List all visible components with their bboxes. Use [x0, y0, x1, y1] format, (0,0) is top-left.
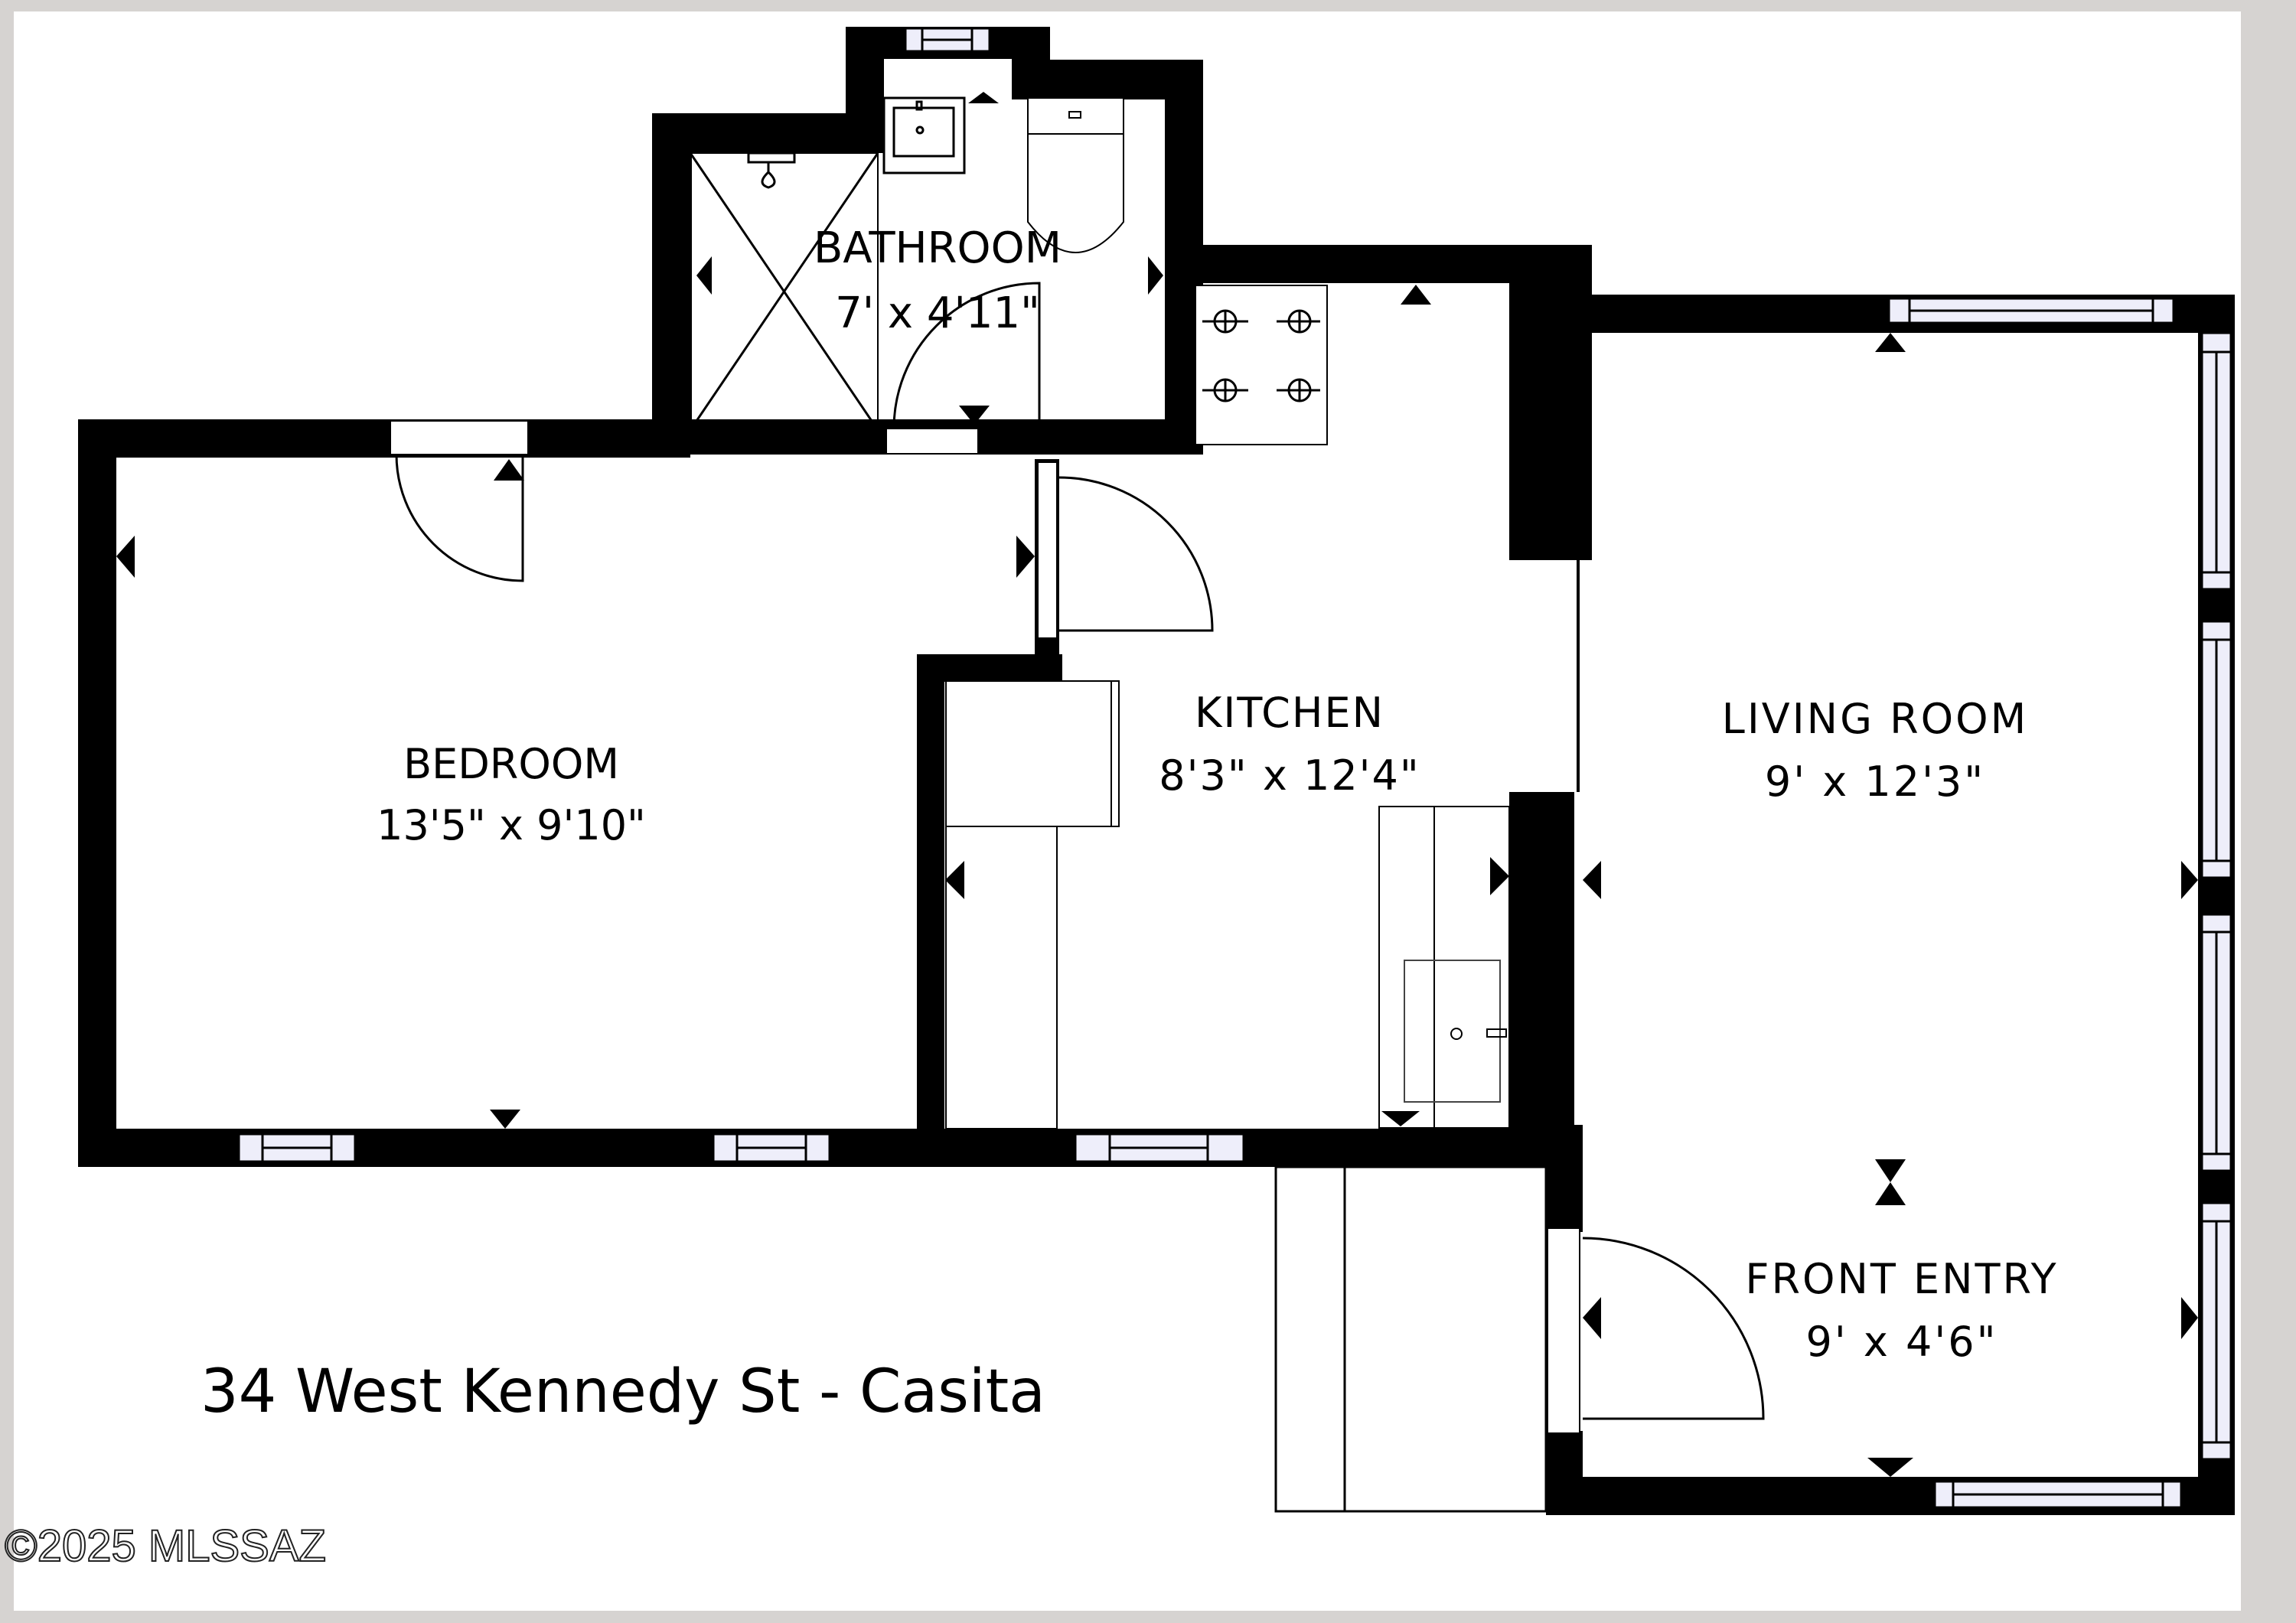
counter — [945, 826, 1058, 1129]
doors — [390, 282, 1765, 1434]
room-dimensions: 8'3" x 12'4" — [1159, 751, 1420, 800]
sink-icon — [882, 96, 966, 174]
porch-steps — [1274, 1165, 1548, 1513]
windows — [237, 27, 2232, 1509]
window-living-right-3 — [2200, 913, 2232, 1172]
window-living-right-1 — [2200, 331, 2232, 591]
window-living-right-2 — [2200, 620, 2232, 879]
room-front-entry: FRONT ENTRY 9' x 4'6" — [1745, 1255, 2058, 1366]
room-name: FRONT ENTRY — [1745, 1255, 2058, 1303]
room-bedroom: BEDROOM 13'5" x 9'10" — [377, 740, 646, 849]
stove-icon — [1195, 285, 1328, 445]
room-name: BEDROOM — [403, 740, 619, 788]
room-dimensions: 7' x 4'11" — [835, 288, 1040, 338]
window-bedroom-bottom-2 — [712, 1133, 831, 1163]
door-swing-kitchen — [1058, 476, 1214, 632]
room-name: BATHROOM — [814, 223, 1062, 273]
room-name: KITCHEN — [1195, 689, 1384, 737]
window-kitchen-bottom — [1074, 1133, 1245, 1163]
toilet-icon — [1027, 97, 1124, 253]
room-living-room: LIVING ROOM 9' x 12'3" — [1722, 695, 2028, 806]
room-dimensions: 9' x 12'3" — [1765, 758, 1985, 806]
refrigerator-icon — [945, 680, 1120, 827]
room-bathroom: BATHROOM 7' x 4'11" — [814, 223, 1062, 338]
paper — [14, 11, 2241, 1611]
sink-icon — [1378, 806, 1510, 1129]
door-swing-bedroom — [395, 454, 524, 582]
door-swing-front-entry — [1582, 1237, 1765, 1420]
room-dimensions: 13'5" x 9'10" — [377, 801, 646, 849]
door-swing-bathroom — [892, 282, 1041, 429]
window-bedroom-bottom-1 — [237, 1133, 357, 1163]
window-bathroom-top — [904, 27, 991, 53]
room-dimensions: 9' x 4'6" — [1806, 1318, 1998, 1366]
window-living-top — [1887, 297, 2175, 324]
plan-title: 34 West Kennedy St - Casita — [201, 1357, 1045, 1426]
view-markers — [116, 92, 2198, 1477]
shower-icon — [689, 152, 879, 431]
room-name: LIVING ROOM — [1722, 695, 2028, 743]
window-living-bottom — [1933, 1480, 2183, 1509]
room-kitchen: KITCHEN 8'3" x 12'4" — [1159, 689, 1420, 800]
copyright-watermark: ©2025 MLSSAZ — [5, 1521, 326, 1571]
window-living-right-4 — [2200, 1201, 2232, 1461]
